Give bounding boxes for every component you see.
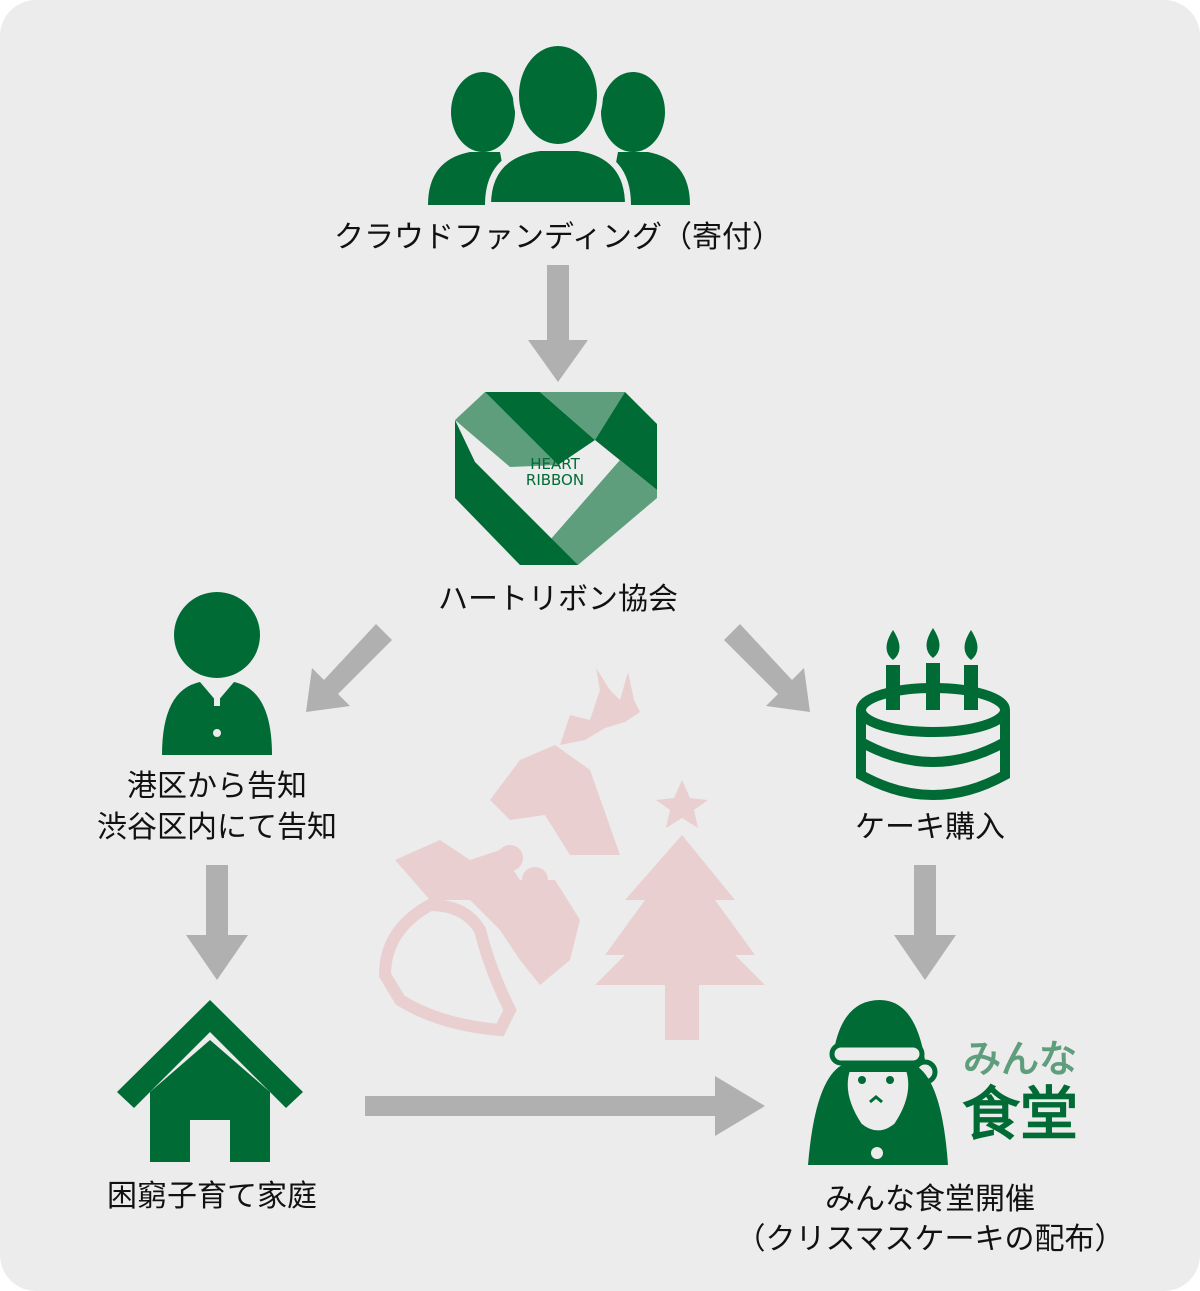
santa-icon xyxy=(808,1000,948,1165)
house-icon xyxy=(117,1000,303,1162)
christmas-tree-icon xyxy=(595,780,765,1040)
arrow-association-to-cake xyxy=(724,624,810,712)
logo-line2: RIBBON xyxy=(525,471,585,489)
birthday-cake-icon xyxy=(856,628,1010,800)
crowdfunding-label: クラウドファンディング（寄付） xyxy=(334,220,782,255)
arrow-notice-to-family xyxy=(186,865,248,980)
notice-label-line2: 渋谷区内にて告知 xyxy=(97,810,337,845)
cafeteria-label-line1: みんな食堂開催 xyxy=(825,1182,1035,1217)
christmas-decoration xyxy=(378,668,765,1040)
shokudo-logo-line2: 食堂 xyxy=(961,1080,1078,1148)
association-label: ハートリボン協会 xyxy=(438,582,678,617)
people-group-icon xyxy=(428,40,690,208)
arrow-cake-to-cafeteria xyxy=(894,865,956,980)
family-label: 困窮子育て家庭 xyxy=(107,1179,317,1214)
notice-label-line1: 港区から告知 xyxy=(127,769,307,804)
heart-ribbon-logo-text: HEART RIBBON xyxy=(510,456,600,488)
bell-holly-icon xyxy=(378,840,580,1037)
reindeer-icon xyxy=(490,668,640,855)
cake-label: ケーキ購入 xyxy=(855,810,1005,845)
flow-arrows xyxy=(186,265,956,1136)
arrow-crowdfunding-to-association xyxy=(528,265,588,382)
person-suit-icon xyxy=(162,592,272,755)
arrow-family-to-cafeteria xyxy=(365,1076,765,1136)
heart-ribbon-logo xyxy=(455,392,657,565)
arrow-association-to-notice xyxy=(306,624,392,712)
logo-line1: HEART xyxy=(530,455,580,473)
cafeteria-label-line2: （クリスマスケーキの配布） xyxy=(735,1222,1125,1257)
minna-logo-line1: みんな xyxy=(962,1037,1077,1081)
